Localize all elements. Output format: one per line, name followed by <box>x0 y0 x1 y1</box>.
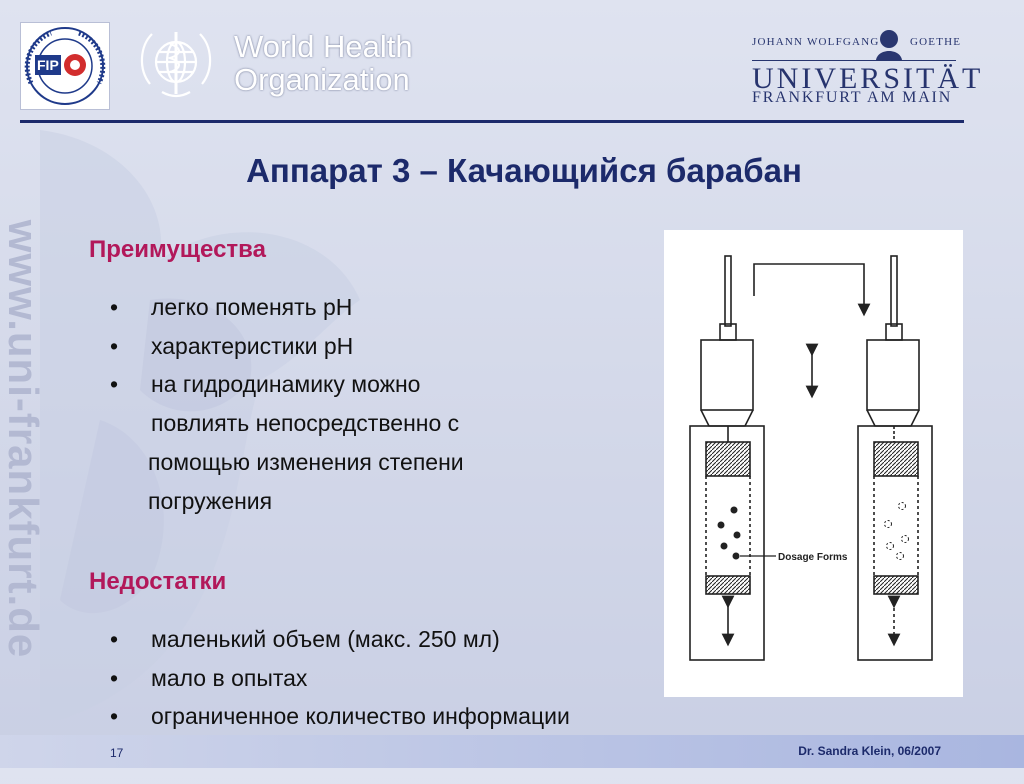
who-line-1: World Health <box>234 29 413 64</box>
advantage-continuation-2: помощью изменения степени погружения <box>148 443 464 520</box>
website-watermark: www.uni-frankfurt.de <box>0 219 47 659</box>
goethe-line-2: UNIVERSITÄT <box>752 62 984 95</box>
continuation-line: помощью изменения степени <box>148 449 464 475</box>
dosage-forms-right <box>884 502 909 560</box>
bullet-icon: • <box>110 371 119 397</box>
left-cylinder <box>689 255 765 661</box>
list-item: • характеристики pH <box>110 327 420 366</box>
right-cylinder <box>857 255 933 661</box>
bullet-icon: • <box>110 664 119 691</box>
fip-logo: FIP <box>20 22 110 110</box>
goethe-university-logo: JOHANN WOLFGANG GOETHE UNIVERSITÄT FRANK… <box>750 26 984 110</box>
goethe-line-3: FRANKFURT AM MAIN <box>752 89 953 106</box>
list-item: • мало в опытах <box>110 659 570 698</box>
goethe-line-1-left: JOHANN WOLFGANG <box>752 36 880 48</box>
goethe-line-1-right: GOETHE <box>910 36 962 48</box>
bullet-icon: • <box>110 626 119 652</box>
bullet-icon: • <box>110 332 119 359</box>
disadvantage-text: маленький объем (макс. 250 мл) <box>151 626 500 652</box>
advantage-continuation: повлиять непосредственно с <box>151 404 459 443</box>
disadvantages-list: • маленький объем (макс. 250 мл) • мало в … <box>110 620 570 736</box>
goethe-rule <box>752 60 956 61</box>
list-item: • маленький объем (макс. 250 мл) <box>110 620 570 659</box>
disadvantages-heading: Недостатки <box>89 568 227 595</box>
bullet-icon: • <box>110 703 119 729</box>
transfer-arrow <box>753 263 871 317</box>
slide-title: Аппарат 3 – Качающийся барабан <box>246 152 802 189</box>
continuation-line: повлиять непосредственно с <box>151 410 460 436</box>
list-item: • ограниченное количество информации <box>110 697 570 736</box>
footer-bar: 17 Dr. Sandra Klein, 06/2007 <box>0 735 1024 768</box>
author-credit: Dr. Sandra Klein, 06/2007 <box>798 744 941 758</box>
dosage-forms-left <box>717 506 741 560</box>
dosage-forms-label: Dosage Forms <box>778 552 848 563</box>
bullet-icon: • <box>110 294 119 320</box>
who-emblem-icon <box>140 32 212 98</box>
background-portrait-watermark <box>40 130 360 720</box>
advantage-text: легко поменять pH <box>151 294 353 320</box>
who-logo <box>132 24 412 104</box>
list-item: • на гидродинамику можно <box>110 365 420 404</box>
apparatus-diagram: Dosage Forms <box>664 230 963 697</box>
continuation-line: погружения <box>148 487 273 514</box>
disadvantage-text: ограниченное количество информации <box>151 703 570 729</box>
advantages-heading: Преимущества <box>89 236 266 263</box>
page-number: 17 <box>110 746 124 760</box>
goethe-portrait-icon <box>876 30 902 60</box>
advantage-text: характеристики pH <box>151 332 354 359</box>
who-line-2: Organization <box>234 62 410 97</box>
advantage-text: на гидродинамику можно <box>151 371 421 397</box>
header-divider <box>20 120 964 123</box>
who-logo-text: World Health Organization <box>234 30 413 96</box>
list-item: • легко поменять pH <box>110 288 420 327</box>
fip-logo-text: FIP <box>37 57 59 73</box>
disadvantage-text: мало в опытах <box>151 664 308 691</box>
advantages-list: • легко поменять pH • характеристики pH • н… <box>110 288 420 404</box>
